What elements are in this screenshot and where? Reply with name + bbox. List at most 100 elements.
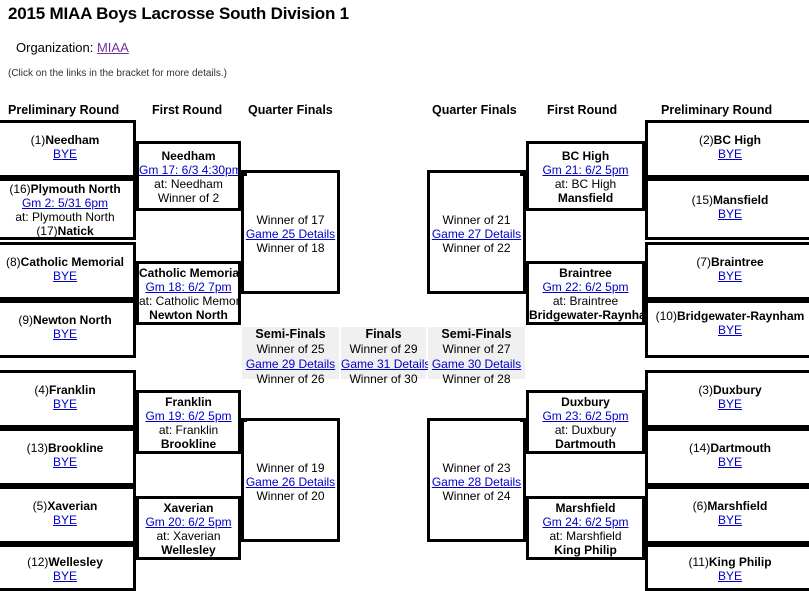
column-header-prelim-right: Preliminary Round bbox=[661, 103, 773, 117]
bracket-slot-quarter-right-2[interactable]: Winner of 23 Game 28 Details Winner of 2… bbox=[427, 418, 526, 542]
game-link[interactable]: BYE bbox=[717, 207, 742, 221]
bracket-slot-first-right-1[interactable]: BC High Gm 21: 6/2 5pm at: BC High Mansf… bbox=[526, 141, 645, 211]
team-line: (14)Dartmouth bbox=[648, 441, 809, 455]
connector-right-3 bbox=[520, 419, 527, 422]
game-link[interactable]: Game 28 Details bbox=[431, 475, 522, 489]
team-name: Franklin bbox=[165, 395, 212, 409]
game-link[interactable]: Gm 22: 6/2 5pm bbox=[542, 280, 629, 294]
game-link[interactable]: Gm 24: 6/2 5pm bbox=[542, 515, 629, 529]
game-link[interactable]: BYE bbox=[52, 455, 77, 469]
bracket-slot-quarter-left-2[interactable]: Winner of 19 Game 26 Details Winner of 2… bbox=[241, 418, 340, 542]
connector-prelim-right-7 bbox=[643, 502, 648, 505]
bracket-slot-first-right-4[interactable]: Marshfield Gm 24: 6/2 5pm at: Marshfield… bbox=[526, 496, 645, 560]
game-link[interactable]: Gm 2: 5/31 6pm bbox=[21, 196, 109, 210]
game-link[interactable]: Game 27 Details bbox=[431, 227, 522, 241]
venue-line: at: Needham bbox=[154, 177, 223, 191]
opponent-line: Dartmouth bbox=[555, 437, 616, 451]
seed: (6) bbox=[692, 499, 708, 513]
bracket-slot-quarter-left-1[interactable]: Winner of 17 Game 25 Details Winner of 1… bbox=[241, 170, 340, 294]
seed: (14) bbox=[688, 441, 711, 455]
team-line: (11)King Philip bbox=[648, 555, 809, 569]
game-link[interactable]: BYE bbox=[52, 147, 77, 161]
game-link[interactable]: Game 31 Details bbox=[341, 357, 431, 371]
column-header-first-left: First Round bbox=[152, 103, 223, 117]
bracket-slot-prelim-right-4[interactable]: (10)Bridgewater-Raynham BYE bbox=[645, 300, 809, 358]
bracket-slot-prelim-left-6[interactable]: (13)Brookline BYE bbox=[0, 428, 136, 486]
game-link[interactable]: BYE bbox=[717, 147, 742, 161]
connector-prelim-left-2 bbox=[133, 205, 138, 208]
bracket-slot-prelim-right-8[interactable]: (11)King Philip BYE bbox=[645, 544, 809, 591]
game-link[interactable]: Gm 17: 6/3 4:30pm bbox=[139, 163, 241, 177]
semi-finals-left-panel[interactable]: Semi-Finals Winner of 25 Game 29 Details… bbox=[242, 327, 339, 386]
opponent-line: (17)Natick bbox=[0, 224, 133, 237]
semi-finals-right-panel[interactable]: Semi-Finals Winner of 27 Game 30 Details… bbox=[428, 327, 525, 386]
seed: (12) bbox=[27, 555, 49, 569]
bracket-slot-first-right-2[interactable]: Braintree Gm 22: 6/2 5pm at: Braintree B… bbox=[526, 261, 645, 325]
venue-line: at: Franklin bbox=[158, 423, 219, 437]
winner-line-bottom: Winner of 22 bbox=[442, 241, 511, 255]
winner-line-top: Winner of 17 bbox=[256, 213, 325, 227]
opponent-line: King Philip bbox=[554, 543, 617, 557]
game-link[interactable]: Gm 23: 6/2 5pm bbox=[542, 409, 629, 423]
bracket-slot-first-left-4[interactable]: Xaverian Gm 20: 6/2 5pm at: Xaverian Wel… bbox=[136, 496, 241, 560]
bracket-slot-prelim-left-3[interactable]: (8)Catholic Memorial BYE bbox=[0, 242, 136, 300]
team-line: (6)Marshfield bbox=[648, 499, 809, 513]
opponent-line: Wellesley bbox=[161, 543, 216, 557]
game-link[interactable]: Gm 19: 6/2 5pm bbox=[145, 409, 232, 423]
game-link[interactable]: BYE bbox=[717, 323, 742, 337]
team-line: (1)Needham bbox=[0, 133, 133, 147]
game-link[interactable]: BYE bbox=[717, 569, 742, 583]
bracket-slot-prelim-right-2[interactable]: (15)Mansfield BYE bbox=[645, 178, 809, 240]
venue-line: at: Marshfield bbox=[549, 529, 622, 543]
bracket-slot-first-right-3[interactable]: Duxbury Gm 23: 6/2 5pm at: Duxbury Dartm… bbox=[526, 390, 645, 454]
bracket-slot-first-left-2[interactable]: Catholic Memorial Gm 18: 6/2 7pm at: Cat… bbox=[136, 261, 241, 325]
winner-line-bottom: Winner of 24 bbox=[442, 489, 511, 503]
seed: (8) bbox=[5, 255, 21, 269]
game-link[interactable]: Gm 20: 6/2 5pm bbox=[145, 515, 232, 529]
bracket-slot-first-left-3[interactable]: Franklin Gm 19: 6/2 5pm at: Franklin Bro… bbox=[136, 390, 241, 454]
game-link[interactable]: Gm 18: 6/2 7pm bbox=[145, 280, 232, 294]
winner-line-top: Winner of 19 bbox=[256, 461, 325, 475]
team-line: (3)Duxbury bbox=[648, 383, 809, 397]
seed: (3) bbox=[698, 383, 713, 397]
team-name: Dartmouth bbox=[710, 441, 771, 455]
game-link[interactable]: BYE bbox=[717, 513, 742, 527]
bracket-slot-prelim-left-2[interactable]: (16)Plymouth North Gm 2: 5/31 6pm at: Pl… bbox=[0, 178, 136, 240]
game-link[interactable]: Game 26 Details bbox=[245, 475, 336, 489]
winner-line-bottom: Winner of 26 bbox=[256, 372, 325, 386]
venue-line: at: Braintree bbox=[552, 294, 619, 308]
game-link[interactable]: BYE bbox=[52, 397, 77, 411]
bracket-slot-prelim-right-5[interactable]: (3)Duxbury BYE bbox=[645, 370, 809, 428]
game-link[interactable]: BYE bbox=[52, 269, 77, 283]
game-link[interactable]: BYE bbox=[52, 513, 77, 527]
game-link[interactable]: Game 30 Details bbox=[431, 357, 522, 371]
bracket-slot-prelim-left-8[interactable]: (12)Wellesley BYE bbox=[0, 544, 136, 591]
column-header-first-right: First Round bbox=[547, 103, 618, 117]
bracket-slot-prelim-right-7[interactable]: (6)Marshfield BYE bbox=[645, 486, 809, 544]
game-link[interactable]: BYE bbox=[52, 569, 77, 583]
seed: (10) bbox=[655, 309, 677, 323]
game-link[interactable]: Game 25 Details bbox=[245, 227, 336, 241]
winner-line-bottom: Winner of 20 bbox=[256, 489, 325, 503]
bracket-slot-prelim-left-5[interactable]: (4)Franklin BYE bbox=[0, 370, 136, 428]
game-link[interactable]: BYE bbox=[717, 269, 742, 283]
bracket-slot-prelim-left-7[interactable]: (5)Xaverian BYE bbox=[0, 486, 136, 544]
finals-panel[interactable]: Finals Winner of 29 Game 31 Details Winn… bbox=[341, 327, 431, 386]
bracket-slot-prelim-right-1[interactable]: (2)BC High BYE bbox=[645, 120, 809, 178]
organization-link[interactable]: MIAA bbox=[96, 40, 129, 55]
bracket-slot-first-left-1[interactable]: Needham Gm 17: 6/3 4:30pm at: Needham Wi… bbox=[136, 141, 241, 211]
opponent-line: Brookline bbox=[160, 437, 217, 451]
game-link[interactable]: BYE bbox=[717, 397, 742, 411]
game-link[interactable]: BYE bbox=[717, 455, 742, 469]
game-link[interactable]: Game 29 Details bbox=[245, 357, 336, 371]
bracket-slot-prelim-right-6[interactable]: (14)Dartmouth BYE bbox=[645, 428, 809, 486]
bracket-slot-quarter-right-1[interactable]: Winner of 21 Game 27 Details Winner of 2… bbox=[427, 170, 526, 294]
bracket-slot-prelim-left-1[interactable]: (1)Needham BYE bbox=[0, 120, 136, 178]
game-link[interactable]: Gm 21: 6/2 5pm bbox=[542, 163, 629, 177]
game-link[interactable]: BYE bbox=[52, 327, 77, 341]
bracket-slot-prelim-left-4[interactable]: (9)Newton North BYE bbox=[0, 300, 136, 358]
connector-prelim-left-7 bbox=[133, 502, 138, 505]
seed: (15) bbox=[691, 193, 713, 207]
seed: (9) bbox=[18, 313, 33, 327]
bracket-slot-prelim-right-3[interactable]: (7)Braintree BYE bbox=[645, 242, 809, 300]
